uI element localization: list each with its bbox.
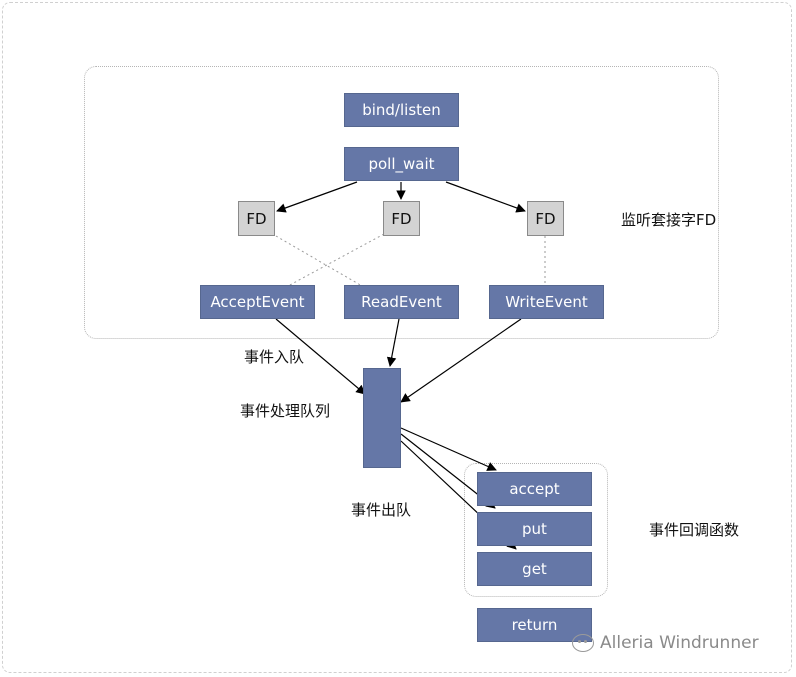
accept-event-box: AcceptEvent [200, 285, 315, 319]
watermark: Alleria Windrunner [572, 633, 759, 653]
callback-functions-label: 事件回调函数 [649, 521, 740, 539]
put-callback-box: put [477, 512, 592, 546]
edge-writeevent-to-queue [400, 318, 522, 403]
event-queue-box [363, 368, 401, 468]
edge-poll-to-fd1 [276, 181, 358, 213]
read-event-box: ReadEvent [344, 285, 459, 319]
accept-callback-box: accept [477, 472, 592, 506]
fd-box-middle: FD [383, 201, 420, 236]
edge-readevent-to-queue [386, 318, 400, 367]
edge-poll-to-fd3 [445, 181, 526, 213]
return-box: return [477, 608, 592, 642]
callback-group-boundary [464, 463, 608, 597]
dotted-fd1-to-readevent [275, 235, 363, 287]
dotted-fd2-to-acceptevent [287, 233, 385, 287]
get-callback-box: get [477, 552, 592, 586]
event-dequeue-label: 事件出队 [351, 501, 412, 519]
event-enqueue-label: 事件入队 [244, 348, 305, 366]
bind-listen-box: bind/listen [344, 93, 459, 127]
fd-box-right: FD [527, 201, 564, 236]
listen-socket-fd-label: 监听套接字FD [621, 211, 717, 229]
edge-acceptevent-to-queue [275, 318, 366, 395]
edge-queue-to-accept [400, 427, 497, 471]
socket-group-boundary [84, 66, 719, 339]
wechat-icon [572, 634, 594, 652]
fd-box-left: FD [238, 201, 275, 236]
event-queue-label: 事件处理队列 [240, 402, 331, 420]
write-event-box: WriteEvent [489, 285, 604, 319]
watermark-text: Alleria Windrunner [600, 633, 759, 653]
poll-wait-box: poll_wait [344, 147, 459, 181]
